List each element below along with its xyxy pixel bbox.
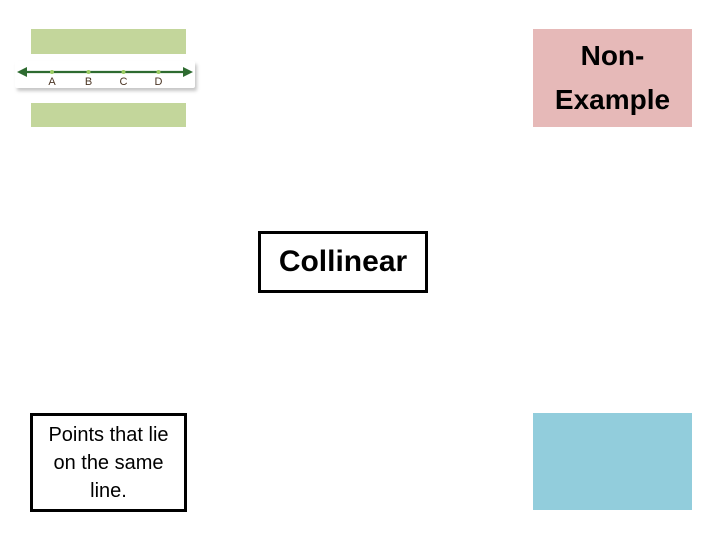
definition-line1: Points that lie — [48, 423, 169, 446]
point-label-b: B — [85, 76, 92, 88]
non-example-box: Non- Example — [533, 29, 692, 127]
definition-box: Points that lie on the same line. — [30, 413, 187, 512]
point-label-c: C — [120, 76, 128, 88]
green-band-bottom — [31, 103, 186, 127]
arrowhead-left-icon — [17, 67, 27, 77]
answer-box — [533, 413, 692, 510]
term-box: Collinear — [258, 231, 428, 293]
point-label-d: D — [155, 76, 163, 88]
point-dot-b — [86, 70, 91, 74]
non-example-label-line2: Example — [554, 84, 671, 115]
definition-line2: on the same — [53, 451, 164, 474]
arrowhead-right-icon — [183, 67, 193, 77]
point-dot-c — [121, 70, 126, 74]
point-dot-d — [156, 70, 161, 74]
number-line-strip: A B C D — [15, 61, 195, 88]
term-label: Collinear — [278, 245, 408, 278]
green-band-top — [31, 29, 186, 54]
point-dot-a — [50, 70, 54, 74]
definition-line3: line. — [90, 479, 127, 502]
double-arrow-line-icon: A B C D — [17, 67, 193, 88]
non-example-label-line1: Non- — [580, 40, 645, 71]
point-label-a: A — [48, 76, 56, 88]
